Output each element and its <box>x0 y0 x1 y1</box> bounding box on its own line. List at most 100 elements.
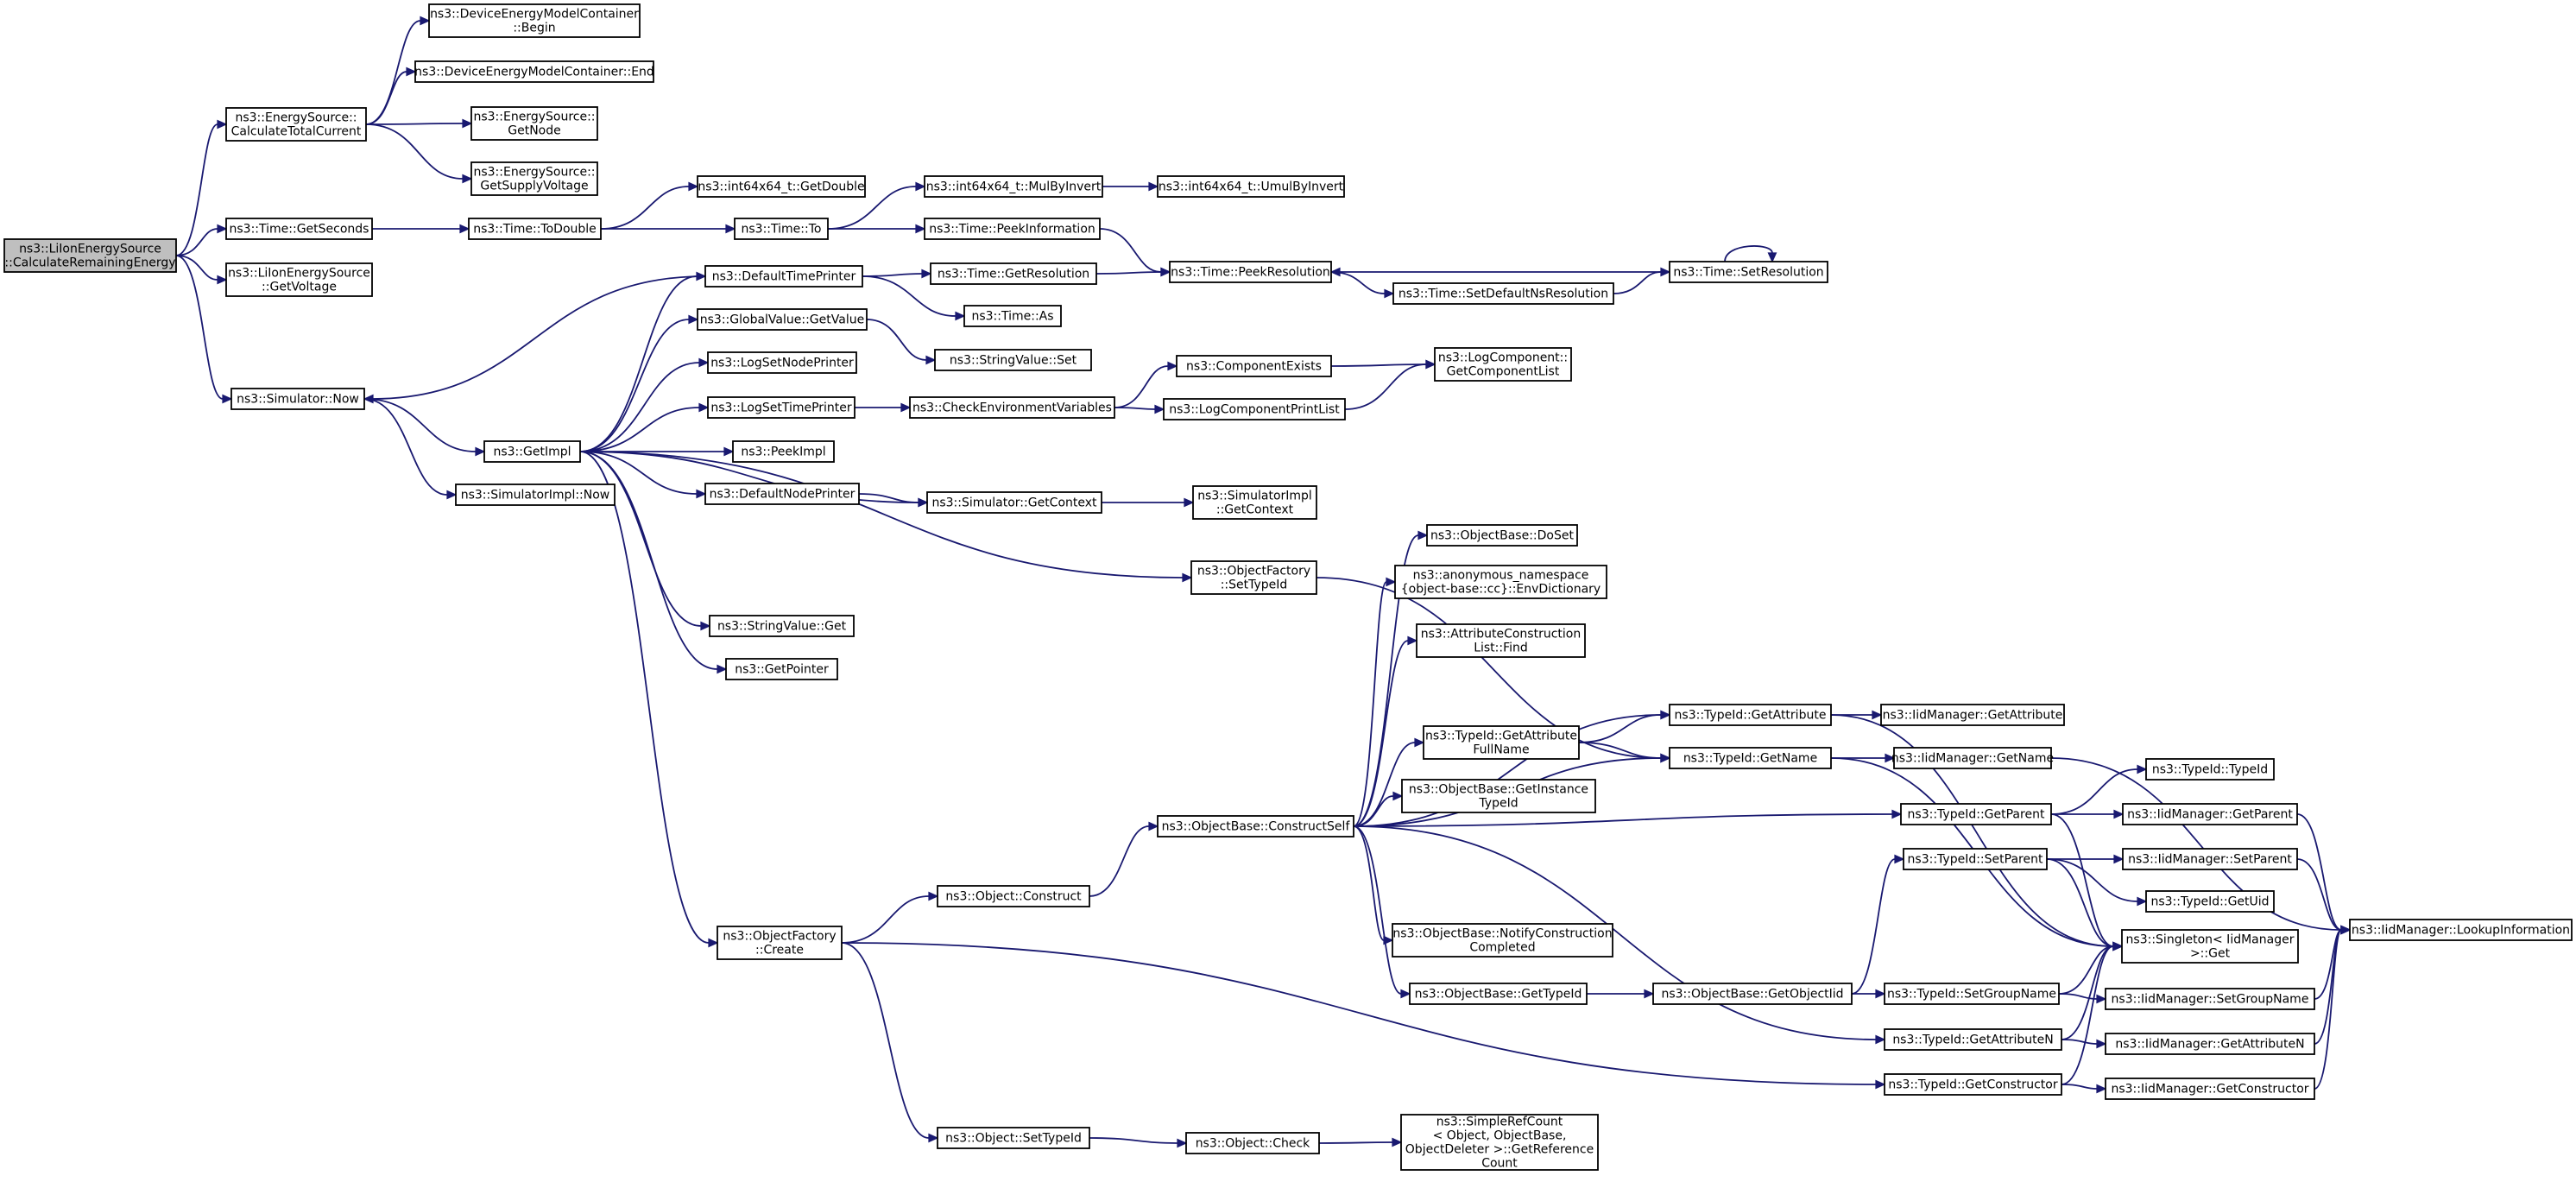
graph-node[interactable]: ns3::StringValue::Get <box>709 615 855 637</box>
graph-node[interactable]: ns3::LogSetTimePrinter <box>707 396 856 419</box>
graph-node[interactable]: ns3::CheckEnvironmentVariables <box>909 396 1115 419</box>
graph-node[interactable]: ns3::Time::ToDouble <box>468 218 602 240</box>
graph-node-label: ns3::IidManager::LookupInformation <box>2352 924 2570 938</box>
graph-node[interactable]: ns3::SimulatorImpl::Now <box>455 484 616 506</box>
graph-node[interactable]: ns3::LogComponentPrintList <box>1163 398 1346 420</box>
graph-node[interactable]: ns3::IidManager::GetAttribute <box>1880 704 2065 726</box>
graph-node[interactable]: ns3::int64x64_t::GetDouble <box>697 175 866 198</box>
graph-node[interactable]: ns3::DeviceEnergyModelContainer::End <box>414 60 654 83</box>
graph-node[interactable]: ns3::IidManager::SetGroupName <box>2105 988 2315 1010</box>
graph-node[interactable]: ns3::Time::PeekResolution <box>1169 261 1332 283</box>
graph-node[interactable]: ns3::IidManager::LookupInformation <box>2349 919 2573 941</box>
graph-node-box <box>3 238 177 273</box>
graph-node[interactable]: ns3::Time::PeekInformation <box>924 218 1101 240</box>
graph-edge <box>1329 267 1670 277</box>
graph-node[interactable]: ns3::SimulatorImpl::GetContext <box>1192 485 1317 520</box>
graph-edge <box>365 118 473 129</box>
graph-node-label: Completed <box>1469 941 1535 955</box>
graph-node[interactable]: ns3::Object::SetTypeId <box>937 1127 1090 1149</box>
graph-edge-arrowhead <box>1184 497 1195 508</box>
graph-node[interactable]: ns3::SimpleRefCount< Object, ObjectBase,… <box>1400 1114 1599 1171</box>
graph-node[interactable]: ns3::Object::Construct <box>937 885 1090 907</box>
graph-node[interactable]: ns3::DefaultTimePrinter <box>704 265 863 288</box>
graph-node[interactable]: ns3::TypeId::TypeId <box>2145 758 2275 781</box>
graph-node[interactable]: ns3::anonymous_namespace{object-base::cc… <box>1394 565 1607 599</box>
graph-node[interactable]: ns3::TypeId::SetGroupName <box>1884 983 2060 1005</box>
graph-node[interactable]: ns3::IidManager::GetAttributeN <box>2105 1033 2315 1055</box>
graph-node[interactable]: ns3::IidManager::GetName <box>1891 747 2054 769</box>
graph-node[interactable]: ns3::LiIonEnergySource::GetVoltage <box>225 262 373 297</box>
graph-node[interactable]: ns3::IidManager::GetConstructor <box>2105 1078 2315 1100</box>
graph-node[interactable]: ns3::TypeId::GetAttribute <box>1669 704 1832 726</box>
graph-edge-arrowhead <box>217 119 228 130</box>
graph-node[interactable]: ns3::ObjectBase::GetTypeId <box>1409 983 1588 1005</box>
graph-node-box <box>1426 524 1578 547</box>
graph-node[interactable]: ns3::IidManager::GetParent <box>2122 803 2298 825</box>
graph-edge-arrowhead <box>915 181 926 192</box>
graph-edge-arrowhead <box>446 490 458 500</box>
graph-edge <box>363 398 486 457</box>
graph-node-box <box>1392 282 1614 305</box>
graph-node[interactable]: ns3::Object::Check <box>1185 1132 1320 1154</box>
graph-node[interactable]: ns3::LogComponent::GetComponentList <box>1434 347 1572 382</box>
graph-node[interactable]: ns3::Time::GetSeconds <box>225 218 373 240</box>
graph-edge <box>841 942 939 1143</box>
graph-node[interactable]: ns3::Time::SetResolution <box>1669 261 1828 283</box>
graph-node[interactable]: ns3::TypeId::GetParent <box>1900 803 2052 825</box>
graph-node[interactable]: ns3::TypeId::GetUid <box>2145 890 2275 913</box>
graph-node[interactable]: ns3::GlobalValue::GetValue <box>697 308 868 331</box>
graph-node[interactable]: ns3::int64x64_t::UmulByInvert <box>1157 175 1345 198</box>
graph-node[interactable]: ns3::TypeId::GetAttributeN <box>1884 1028 2062 1051</box>
graph-node[interactable]: ns3::IidManager::SetParent <box>2122 848 2298 870</box>
graph-node[interactable]: ns3::Simulator::Now <box>230 388 365 410</box>
graph-node[interactable]: ns3::ObjectBase::DoSet <box>1426 524 1578 547</box>
graph-node-box <box>2145 890 2275 913</box>
graph-node[interactable]: ns3::ObjectBase::NotifyConstructionCompl… <box>1392 923 1613 958</box>
graph-node[interactable]: ns3::GetImpl <box>483 440 581 463</box>
graph-node-box <box>455 484 616 506</box>
graph-edge-line <box>862 273 923 277</box>
graph-node[interactable]: ns3::ObjectBase::ConstructSelf <box>1157 815 1354 838</box>
graph-node[interactable]: ns3::TypeId::GetConstructor <box>1884 1073 2062 1096</box>
graph-node[interactable]: ns3::ObjectBase::GetObjectIid <box>1652 983 1853 1005</box>
graph-node[interactable]: ns3::EnergySource::GetNode <box>470 106 598 141</box>
graph-node[interactable]: ns3::EnergySource::GetSupplyVoltage <box>470 161 598 196</box>
graph-node-label: List::Find <box>1474 642 1528 655</box>
graph-node[interactable]: ns3::StringValue::Set <box>934 349 1092 371</box>
graph-node[interactable]: ns3::ObjectFactory::Create <box>717 926 843 960</box>
graph-edge-arrowhead <box>1160 267 1171 277</box>
graph-node[interactable]: ns3::int64x64_t::MulByInvert <box>924 175 1103 198</box>
graph-edge-line <box>1089 1137 1178 1144</box>
graph-node[interactable]: ns3::Time::To <box>734 218 829 240</box>
graph-node[interactable]: ns3::Time::GetResolution <box>930 262 1097 285</box>
graph-node-box <box>414 60 654 83</box>
graph-edge-arrowhead <box>1182 572 1193 583</box>
graph-node[interactable]: ns3::DefaultNodePrinter <box>704 483 860 505</box>
graph-node[interactable]: ns3::EnergySource::CalculateTotalCurrent <box>225 107 367 142</box>
graph-edge-line <box>579 451 702 627</box>
graph-node[interactable]: ns3::Time::SetDefaultNsResolution <box>1392 282 1614 305</box>
graph-edge <box>841 942 1886 1090</box>
graph-edge <box>1089 821 1159 897</box>
graph-node-label: ns3::LogSetNodePrinter <box>710 357 854 370</box>
graph-node[interactable]: ns3::PeekImpl <box>732 440 835 463</box>
graph-node[interactable]: ns3::TypeId::GetName <box>1669 747 1832 769</box>
graph-node-box <box>2122 848 2298 870</box>
graph-node[interactable]: ns3::LogSetNodePrinter <box>707 351 857 374</box>
graph-node[interactable]: ns3::Time::As <box>963 305 1062 327</box>
graph-node[interactable]: ns3::ComponentExists <box>1176 355 1332 377</box>
graph-edge-line <box>365 71 407 125</box>
graph-node[interactable]: ns3::DeviceEnergyModelContainer::Begin <box>428 3 641 38</box>
graph-node-label: ns3::CheckEnvironmentVariables <box>912 401 1112 415</box>
graph-node[interactable]: ns3::Simulator::GetContext <box>926 491 1102 514</box>
graph-node[interactable]: ns3::LiIonEnergySource::CalculateRemaini… <box>3 238 177 273</box>
graph-node[interactable]: ns3::TypeId::SetParent <box>1903 848 2048 870</box>
graph-node[interactable]: ns3::Singleton< IidManager >::Get <box>2121 929 2299 964</box>
graph-node[interactable]: ns3::GetPointer <box>725 658 838 680</box>
graph-edge-line <box>365 123 464 180</box>
graph-edge-arrowhead <box>900 402 912 413</box>
graph-node[interactable]: ns3::ObjectFactory::SetTypeId <box>1190 560 1317 595</box>
